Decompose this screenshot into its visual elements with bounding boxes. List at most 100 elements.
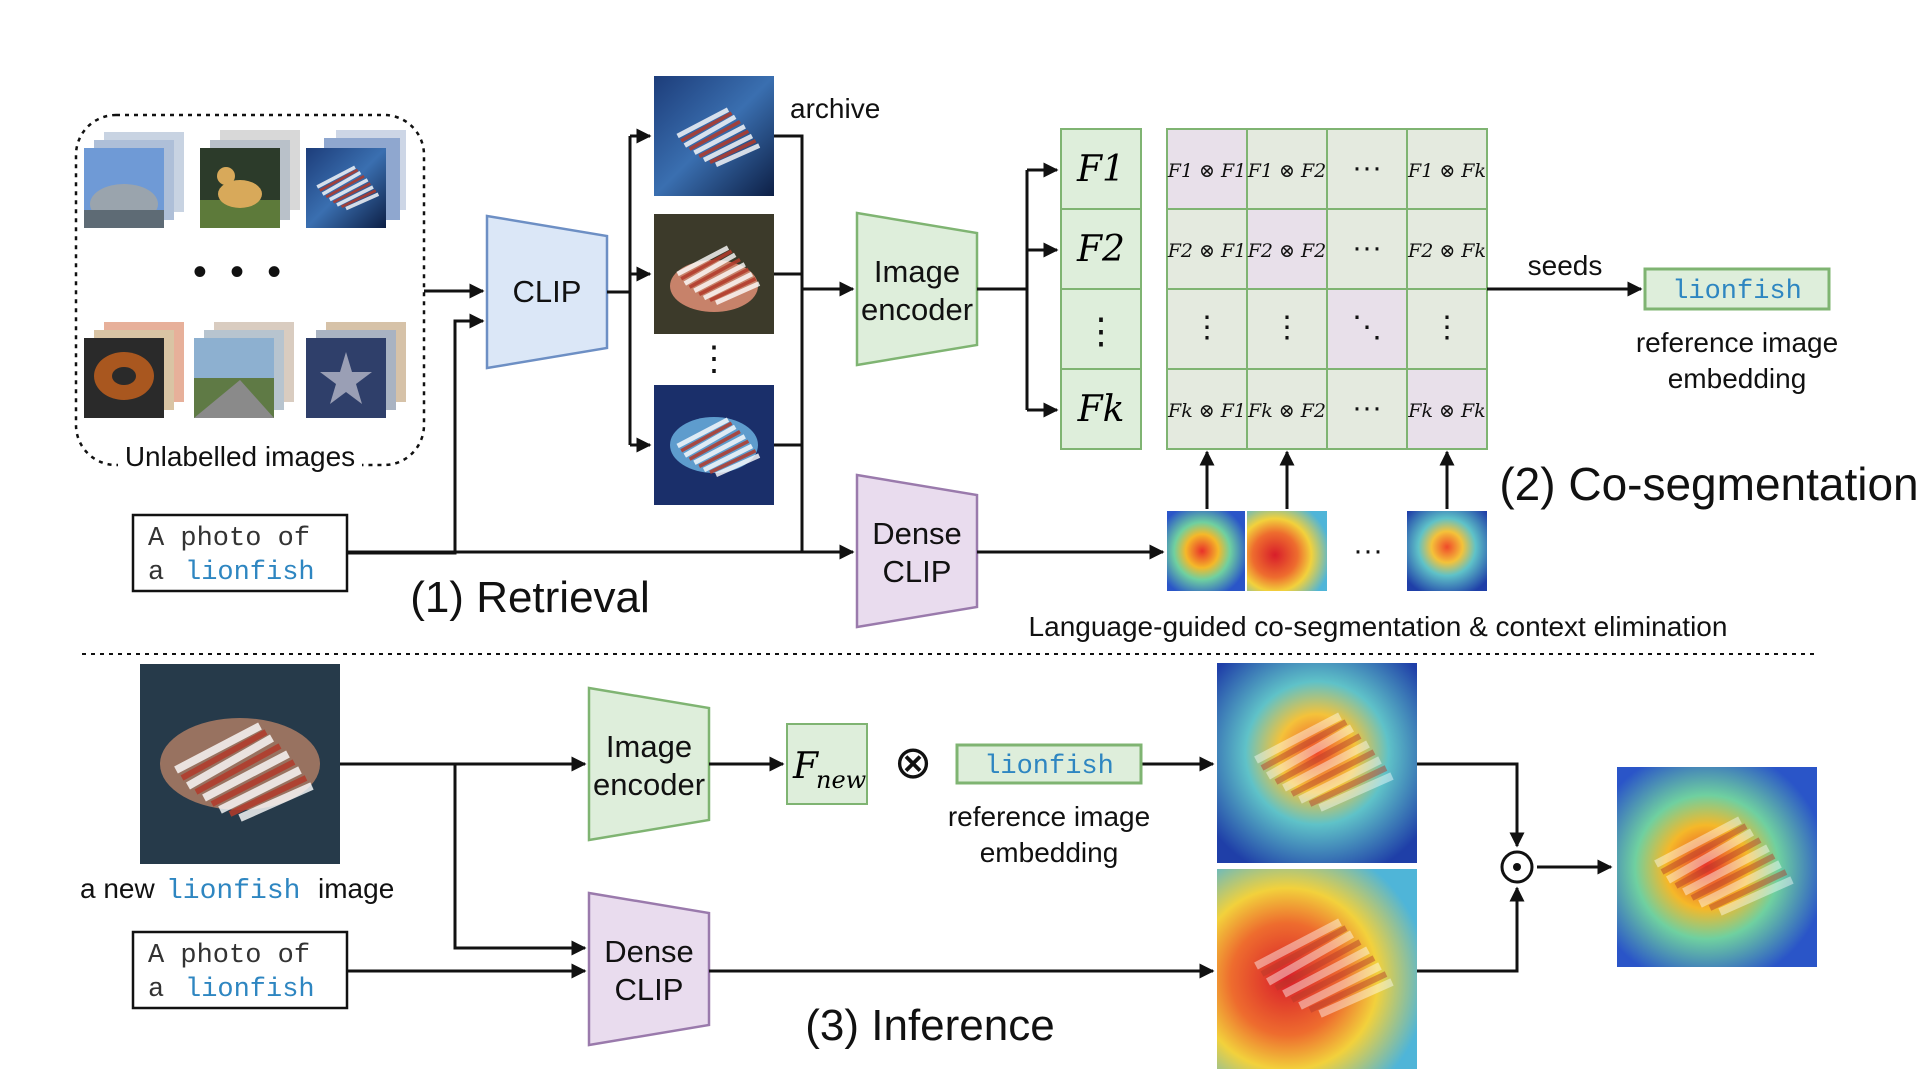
matrix-cell-text-1-1: F2 ⊗ F2: [1247, 240, 1327, 262]
text-prompt-inference: A photo of a lionfish: [131, 930, 349, 1010]
matrix-cell-text-3-3: Fk ⊗ Fk: [1407, 400, 1485, 422]
clip-label: CLIP: [513, 274, 582, 309]
new-image-suffix: image: [318, 873, 394, 904]
matrix-cell-text-1-2: ···: [1352, 231, 1382, 264]
matrix-cell-text-3-2: ···: [1352, 391, 1382, 424]
embedding-caption-line2: embedding: [1668, 363, 1807, 394]
archive-image-3: [654, 385, 774, 505]
step-title-inference: (3) Inference: [805, 1001, 1054, 1050]
fnew-feature: F new: [786, 723, 868, 805]
embedding2-token: lionfish: [984, 752, 1114, 782]
feature-column: F1 F2 ⋮ Fk: [1060, 128, 1142, 450]
images-ellipsis: • • •: [193, 250, 287, 294]
image-stack-building: [84, 132, 184, 228]
prompt-line1: A photo of: [148, 524, 310, 554]
inference-connectors: [340, 756, 1613, 979]
coseg-heatmaps: ···: [1167, 511, 1487, 591]
matrix-cell-text-2-0: ⋮: [1192, 311, 1222, 344]
archive-connectors: [347, 134, 855, 560]
image-stack-starfish: [306, 322, 406, 418]
matrix-cell-1-3: [1406, 208, 1488, 290]
matrix-cell-text-2-1: ⋮: [1272, 311, 1302, 344]
heatmap-dots: ···: [1353, 534, 1383, 567]
archive-image-2: [654, 214, 774, 334]
matrix-cell-3-0: [1166, 368, 1248, 450]
matrix-cell-text-1-3: F2 ⊗ Fk: [1407, 240, 1486, 262]
prompt-prefix: a: [148, 558, 164, 588]
matrix-cell-3-3: [1406, 368, 1488, 450]
image-encoder2-line1: Image: [606, 729, 692, 764]
feature-f1: F1: [1076, 149, 1125, 190]
feature-f2: F2: [1076, 229, 1125, 270]
matrix-cell-text-1-0: F2 ⊗ F1: [1167, 240, 1247, 262]
new-image-prefix: a new: [80, 873, 155, 904]
matrix-cell-text-2-2: ⋱: [1352, 311, 1382, 344]
dense-clip-inference: Dense CLIP: [587, 891, 711, 1047]
archive-vertical-dots: ⋮: [697, 340, 731, 378]
new-image-class: lionfish: [166, 876, 300, 907]
unlabelled-images-group: • • • Unlabelled images: [74, 113, 426, 474]
image-encoder2-line2: encoder: [593, 767, 705, 802]
matrix-cell-1-1: [1246, 208, 1328, 290]
matrix-cell-text-0-2: ···: [1352, 151, 1382, 184]
prompt-class: lionfish: [185, 558, 315, 588]
image-encoder-line2: encoder: [861, 292, 973, 327]
unlabelled-images-caption: Unlabelled images: [125, 441, 355, 472]
clip-encoder: CLIP: [485, 214, 609, 370]
matrix-cell-text-0-1: F1 ⊗ F2: [1247, 160, 1327, 182]
new-image-caption: a new lionfish image: [80, 873, 394, 907]
prompt2-line1: A photo of: [148, 941, 310, 971]
archive-image-1: [654, 76, 774, 196]
embedding2-caption-line2: embedding: [980, 837, 1119, 868]
feature-vdots: ⋮: [1083, 310, 1119, 351]
matrix-cell-2-0: [1166, 288, 1248, 370]
dense-clip-line2: CLIP: [883, 554, 952, 589]
image-stack-road: [194, 322, 294, 418]
matrix-cell-text-2-3: ⋮: [1432, 311, 1462, 344]
embedding2-caption-line1: reference image: [948, 801, 1150, 832]
feature-fk: Fk: [1077, 389, 1125, 430]
step-title-retrieval: (1) Retrieval: [410, 573, 650, 622]
fnew-base: F: [792, 746, 820, 787]
dense-clip2-line1: Dense: [604, 934, 694, 969]
image-encoder-inference: Image encoder: [587, 686, 711, 842]
image-stack-lionfish: [306, 130, 406, 228]
embedding-token: lionfish: [1672, 277, 1802, 307]
new-image: [140, 664, 340, 864]
final-segmentation: [1617, 767, 1817, 967]
archive-label: archive: [790, 93, 880, 124]
heatmap-connectors: [977, 450, 1455, 560]
text-prompt-retrieval: A photo of a lionfish: [131, 513, 349, 593]
step-title-cosegmentation: (2) Co-segmentation: [1499, 458, 1918, 510]
reference-embedding-inference: lionfish reference image embedding: [948, 743, 1150, 868]
odot-operator: [1500, 850, 1534, 884]
matrix-cell-text-0-3: F1 ⊗ Fk: [1407, 160, 1486, 182]
matrix-cell-3-1: [1246, 368, 1328, 450]
matrix-cell-text-3-0: Fk ⊗ F1: [1167, 400, 1246, 422]
inference-heatmap-top: [1217, 663, 1417, 863]
reference-embedding-coseg: lionfish reference image embedding: [1636, 267, 1838, 394]
dense-clip-coseg: Dense CLIP: [855, 473, 979, 629]
prompt2-prefix: a: [148, 975, 164, 1005]
matrix-cell-2-2: [1326, 288, 1408, 370]
heatmap-k: [1407, 511, 1487, 591]
image-encoder-coseg: Image encoder: [855, 211, 979, 367]
matrix-cell-0-3: [1406, 128, 1488, 210]
coseg-bottom-caption: Language-guided co-segmentation & contex…: [1029, 611, 1728, 642]
caption-bg: [118, 440, 362, 474]
embedding-caption-line1: reference image: [1636, 327, 1838, 358]
seeds-label: seeds: [1528, 250, 1603, 281]
matrix-cell-0-2: [1326, 128, 1408, 210]
dense-clip2-line2: CLIP: [615, 972, 684, 1007]
heatmap-2: [1247, 511, 1327, 591]
inference-heatmap-bottom: [1217, 869, 1417, 1069]
otimes-symbol: ⊗: [894, 736, 933, 788]
matrix-cell-text-0-0: F1 ⊗ F1: [1167, 160, 1247, 182]
dense-clip-line1: Dense: [872, 516, 962, 551]
feature-connectors: [977, 162, 1059, 418]
matrix-cell-text-3-1: Fk ⊗ F2: [1247, 400, 1326, 422]
fnew-sub: new: [816, 766, 867, 794]
image-stack-pretzel: [84, 322, 184, 418]
